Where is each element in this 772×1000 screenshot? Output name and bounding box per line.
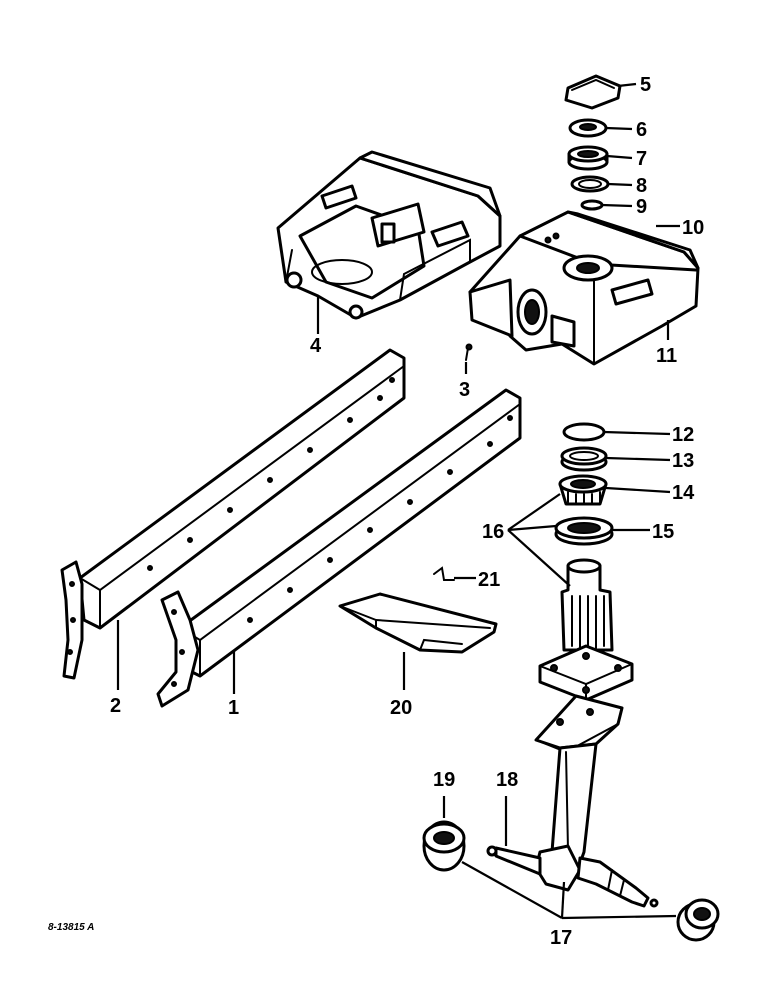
callout-7: 7 — [636, 148, 647, 170]
callout-labels: 5 6 7 8 9 10 11 4 3 12 13 14 16 15 21 20… — [48, 74, 704, 949]
drawing-code: 8-13815 A — [48, 922, 94, 933]
part-7-cup — [567, 145, 609, 171]
leader-lines — [116, 82, 680, 920]
part-8-ring — [570, 175, 610, 193]
callout-2: 2 — [110, 695, 121, 717]
callout-19: 19 — [433, 769, 455, 791]
part-3-pin — [465, 343, 473, 361]
callout-14: 14 — [672, 482, 695, 504]
part-20-shield — [338, 592, 498, 654]
part-6-ring — [568, 118, 608, 138]
part-17-knuckle — [486, 694, 659, 908]
part-4-front-support — [276, 150, 502, 320]
part-16-spindle — [538, 558, 634, 702]
part-14-cone-bearing — [558, 474, 608, 506]
part-5-cap — [564, 74, 622, 110]
callout-10: 10 — [682, 217, 704, 239]
callout-9: 9 — [636, 196, 647, 218]
callout-16: 16 — [482, 521, 504, 543]
part-17-cap-right — [676, 898, 720, 942]
rail-1-holes — [247, 415, 513, 623]
part-11-axle-housing — [468, 210, 700, 366]
part-12-ring — [562, 422, 606, 442]
callout-1: 1 — [228, 697, 239, 719]
callout-3: 3 — [459, 379, 470, 401]
part-21-clip — [433, 566, 455, 581]
callout-6: 6 — [636, 119, 647, 141]
callout-11: 11 — [656, 345, 677, 367]
callout-12: 12 — [672, 424, 694, 446]
part-13-cup — [560, 446, 608, 472]
callout-4: 4 — [310, 335, 322, 357]
callout-13: 13 — [672, 450, 694, 472]
callout-8: 8 — [636, 175, 647, 197]
part-2-side-rail — [60, 348, 406, 680]
part-19-cap-left — [422, 820, 466, 872]
callout-15: 15 — [652, 521, 674, 543]
callout-20: 20 — [390, 697, 412, 719]
part-15-seal — [554, 516, 614, 546]
part-9-washer — [580, 199, 604, 211]
callout-18: 18 — [496, 769, 518, 791]
callout-17: 17 — [550, 927, 572, 949]
callout-21: 21 — [478, 569, 500, 591]
callout-5: 5 — [640, 74, 651, 96]
part-1-side-rail — [156, 388, 522, 708]
rail-2-holes — [147, 377, 395, 571]
